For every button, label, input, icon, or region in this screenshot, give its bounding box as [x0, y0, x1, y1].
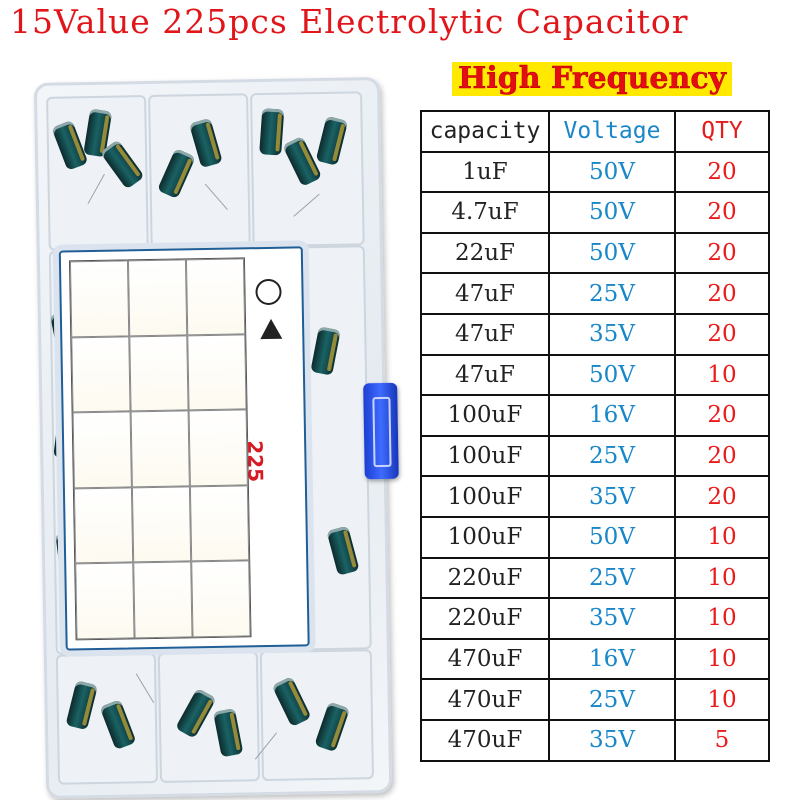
cell-voltage: 16V: [548, 637, 676, 681]
cell-qty: 20: [674, 231, 770, 275]
table-header-row: capacity Voltage QTY: [420, 110, 770, 153]
cell-capacity: 1uF: [420, 150, 550, 194]
box-label-pieces: 225: [243, 440, 268, 483]
cell-qty: 10: [674, 515, 770, 559]
cell-voltage: 50V: [548, 150, 676, 194]
recycle-icon: [255, 278, 282, 306]
cell-qty: 5: [674, 718, 770, 762]
cell-qty: 20: [674, 475, 770, 518]
cell-capacity: 220uF: [420, 556, 550, 600]
cell-qty: 20: [674, 191, 770, 234]
cell-voltage: 50V: [548, 231, 676, 275]
header-capacity: capacity: [420, 110, 550, 153]
page-title: 15Value 225pcs Electrolytic Capacitor: [10, 2, 689, 41]
cell-capacity: 47uF: [420, 312, 550, 356]
box-latch: [363, 382, 399, 480]
cell-voltage: 25V: [548, 272, 676, 315]
cell-voltage: 35V: [548, 597, 676, 640]
cell-voltage: 25V: [548, 434, 676, 478]
cell-voltage: 35V: [548, 312, 676, 356]
cell-capacity: 470uF: [420, 718, 550, 762]
header-voltage: Voltage: [548, 110, 676, 153]
cell-capacity: 100uF: [420, 515, 550, 559]
capacitor-icon: [259, 108, 285, 156]
cell-capacity: 100uF: [420, 394, 550, 437]
warning-icon: [259, 318, 283, 340]
cell-voltage: 50V: [548, 191, 676, 234]
cell-capacity: 47uF: [420, 353, 550, 397]
cell-capacity: 470uF: [420, 637, 550, 681]
cell-qty: 20: [674, 434, 770, 478]
cell-qty: 10: [674, 353, 770, 397]
cell-capacity: 4.7uF: [420, 191, 550, 234]
cell-capacity: 470uF: [420, 678, 550, 721]
cell-capacity: 22uF: [420, 231, 550, 275]
cell-capacity: 100uF: [420, 475, 550, 518]
box-label-grid: [68, 257, 252, 641]
cell-qty: 10: [674, 556, 770, 600]
cell-voltage: 50V: [548, 515, 676, 559]
cell-voltage: 16V: [548, 394, 676, 437]
cell-qty: 20: [674, 394, 770, 437]
cell-voltage: 35V: [548, 475, 676, 518]
cell-voltage: 35V: [548, 718, 676, 762]
cell-capacity: 47uF: [420, 272, 550, 315]
cell-qty: 20: [674, 150, 770, 194]
cell-capacity: 100uF: [420, 434, 550, 478]
cell-qty: 10: [674, 597, 770, 640]
subtitle-banner: High Frequency: [452, 61, 733, 96]
compartment: [259, 649, 375, 782]
cell-voltage: 25V: [548, 556, 676, 600]
cell-voltage: 50V: [548, 353, 676, 397]
cell-qty: 10: [674, 637, 770, 681]
cell-qty: 20: [674, 272, 770, 315]
cell-capacity: 220uF: [420, 597, 550, 640]
compartment: [157, 651, 261, 783]
cell-qty: 20: [674, 312, 770, 356]
cell-qty: 10: [674, 678, 770, 721]
compartment: [148, 93, 251, 250]
cell-voltage: 25V: [548, 678, 676, 721]
capacitor-kit-box: 225: [33, 76, 399, 799]
box-label-card: 225: [58, 246, 310, 651]
header-qty: QTY: [674, 110, 770, 153]
